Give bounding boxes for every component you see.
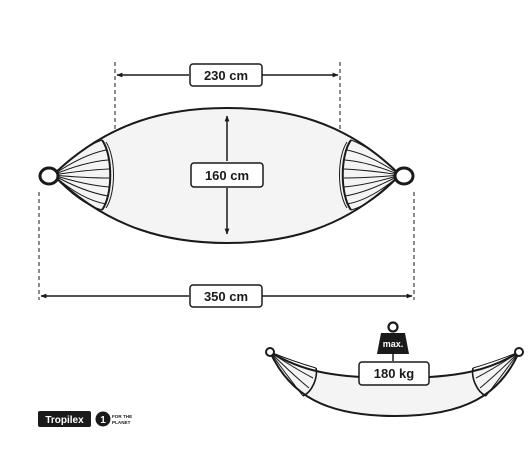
dimension-arrows	[40, 72, 413, 299]
left-ring	[38, 166, 60, 186]
weight-icon: max.	[377, 321, 409, 354]
side-right-ring	[514, 347, 524, 357]
one-percent-planet-logo: 1 FOR THE PLANET	[95, 411, 132, 427]
right-spreader	[341, 139, 352, 211]
max-badge-text: max.	[383, 339, 404, 349]
dimension-label-top-width: 230 cm	[189, 63, 263, 87]
left-spreader	[101, 139, 112, 211]
tropilex-logo-text: Tropilex	[45, 415, 84, 426]
dimension-label-height: 160 cm	[190, 162, 264, 188]
tropilex-logo: Tropilex	[38, 411, 91, 427]
total-length-text: 350 cm	[204, 289, 248, 304]
height-text: 160 cm	[205, 168, 249, 183]
right-ring	[393, 166, 415, 186]
partner-line1-text: FOR THE	[112, 414, 132, 419]
top-width-text: 230 cm	[204, 68, 248, 83]
capacity-label: 180 kg	[358, 361, 430, 386]
side-left-ring	[265, 347, 275, 357]
partner-number-text: 1	[100, 415, 106, 426]
partner-line2-text: PLANET	[112, 420, 131, 425]
dimension-label-total-length: 350 cm	[189, 284, 263, 308]
capacity-text: 180 kg	[374, 366, 415, 381]
